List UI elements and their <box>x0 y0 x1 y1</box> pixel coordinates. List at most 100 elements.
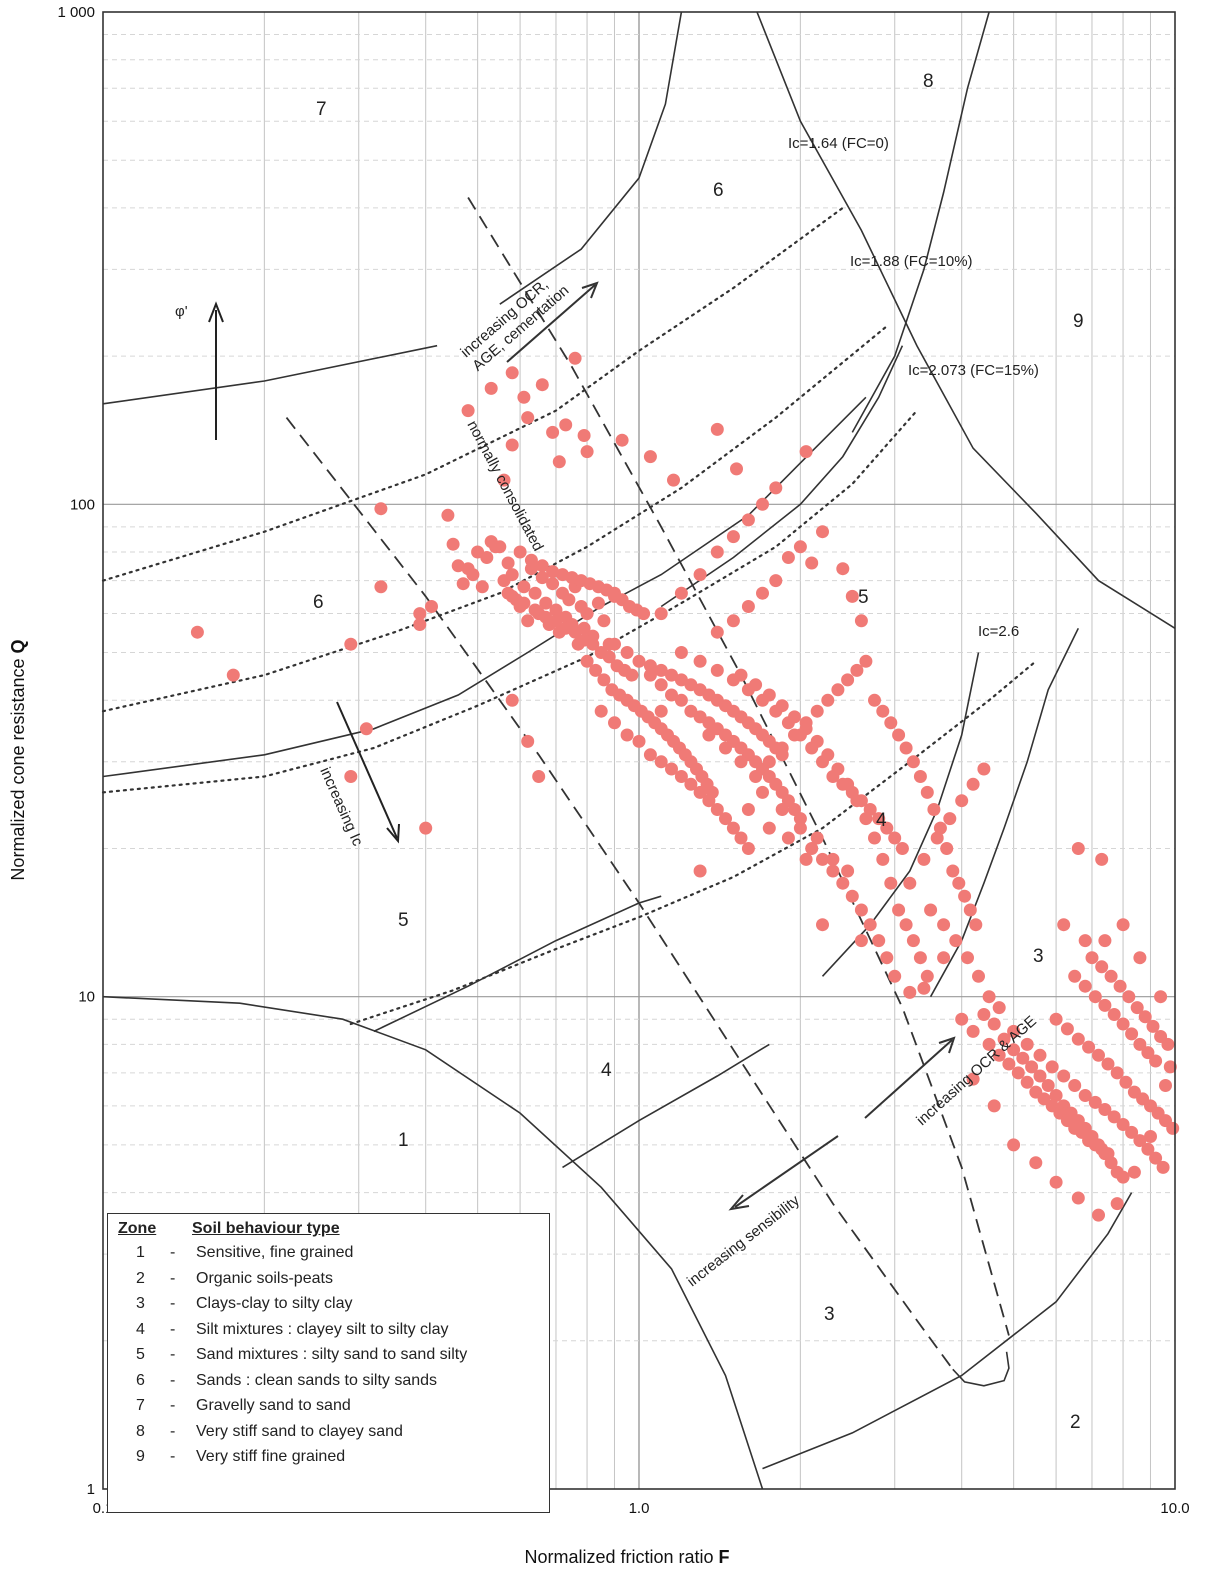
data-point <box>937 918 951 932</box>
increasing-ocr-age-arrow-head <box>938 1036 956 1054</box>
data-point <box>933 821 947 835</box>
zone-label-6-upper: 6 <box>713 180 724 201</box>
data-point <box>654 755 668 769</box>
data-point <box>1033 1069 1047 1083</box>
data-point <box>517 390 531 404</box>
data-point <box>872 934 886 948</box>
boundary-zone6-upper <box>499 11 683 305</box>
data-point <box>446 537 460 551</box>
data-point <box>1041 1079 1055 1092</box>
legend-soil-type: Clays-clay to silty clay <box>196 1295 353 1312</box>
data-point <box>854 903 868 917</box>
data-point <box>190 625 204 639</box>
data-point <box>589 663 603 677</box>
data-point <box>903 985 917 999</box>
data-point <box>513 545 527 559</box>
data-point <box>425 600 438 613</box>
data-point <box>917 981 931 995</box>
increasing-ic-arrow <box>336 701 398 839</box>
data-point <box>466 568 480 582</box>
boundary-zone5-4-right <box>660 345 904 608</box>
data-point <box>1141 1142 1155 1156</box>
zone-label-3-upper: 3 <box>1033 946 1044 967</box>
legend: Zone Soil behaviour type 1-Sensitive, fi… <box>107 1213 550 1513</box>
data-point <box>539 596 553 610</box>
data-point <box>863 918 877 932</box>
data-point <box>549 614 563 628</box>
data-point <box>501 556 515 570</box>
data-point <box>1068 1079 1082 1092</box>
y-tick-label: 1 <box>87 1481 95 1498</box>
data-point <box>854 934 868 948</box>
normally-consolidated-loop <box>952 1351 1010 1387</box>
data-point <box>1107 1110 1121 1124</box>
data-point <box>997 1032 1011 1046</box>
data-point <box>226 668 240 682</box>
data-point <box>836 876 850 890</box>
data-point <box>799 852 813 866</box>
data-point <box>775 803 789 816</box>
zone-label-4-upper: 4 <box>876 810 887 831</box>
data-point <box>654 607 668 621</box>
data-point <box>880 951 894 965</box>
data-point <box>475 580 489 594</box>
data-point <box>1092 1208 1105 1222</box>
data-point <box>920 969 934 983</box>
data-point <box>489 540 503 554</box>
data-point <box>1149 1054 1163 1068</box>
data-point <box>781 551 795 564</box>
data-point <box>693 568 707 582</box>
data-point <box>1029 1156 1043 1170</box>
data-point <box>674 586 688 600</box>
zone-label-1: 1 <box>398 1130 409 1151</box>
data-point <box>591 596 605 610</box>
data-point <box>821 748 835 762</box>
data-point <box>524 553 538 567</box>
data-point <box>608 637 621 651</box>
data-point <box>654 678 668 692</box>
data-point <box>868 693 881 707</box>
zone-label-3-lower: 3 <box>824 1304 835 1325</box>
data-point <box>1133 1134 1147 1148</box>
data-point <box>562 593 576 607</box>
data-point <box>831 683 845 697</box>
data-point <box>615 433 629 447</box>
data-point <box>1110 1197 1124 1211</box>
data-point <box>505 438 519 452</box>
data-point <box>1078 1089 1092 1102</box>
data-point <box>1071 1032 1085 1046</box>
data-point <box>831 762 845 776</box>
data-point <box>710 625 724 639</box>
data-point <box>969 918 983 932</box>
increasing-sensibility-arrow <box>734 1135 839 1208</box>
legend-zone-number: 4 <box>136 1320 145 1338</box>
y-tick-label: 10 <box>78 989 95 1006</box>
data-point <box>836 562 850 576</box>
data-point <box>528 586 542 600</box>
data-point <box>793 812 807 826</box>
data-point <box>1092 1048 1105 1062</box>
legend-zone-number: 6 <box>136 1371 145 1389</box>
data-point <box>1011 1066 1025 1080</box>
boundary-zone1 <box>102 995 764 1490</box>
data-point <box>1154 990 1168 1004</box>
data-point <box>521 614 535 628</box>
data-point <box>505 693 519 707</box>
data-point <box>665 762 678 776</box>
data-point <box>1161 1037 1175 1051</box>
data-point <box>977 762 991 776</box>
data-point <box>552 455 566 469</box>
legend-soil-type: Silt mixtures : clayey silt to silty cla… <box>196 1320 449 1338</box>
data-point <box>730 462 743 476</box>
data-point <box>892 728 906 742</box>
data-point <box>826 852 840 866</box>
boundary-zone2 <box>762 1192 1133 1470</box>
data-point <box>952 876 966 890</box>
y-tick-label: 1 000 <box>57 4 95 21</box>
data-point <box>643 450 657 464</box>
data-point <box>632 734 646 748</box>
data-point <box>913 951 927 965</box>
data-point <box>374 502 388 516</box>
data-point <box>546 565 560 579</box>
data-point <box>1068 969 1082 983</box>
